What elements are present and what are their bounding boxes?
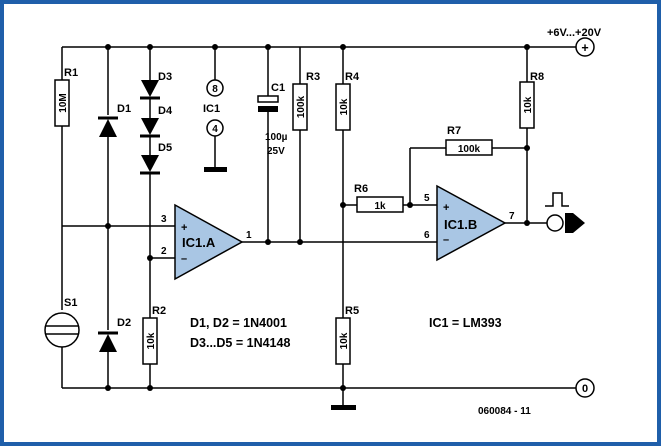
note-diodes-d1-d2: D1, D2 = 1N4001 bbox=[190, 316, 287, 330]
r2-ref: R2 bbox=[152, 305, 166, 317]
r4-ref: R4 bbox=[345, 71, 360, 83]
ic1b-pin5: 5 bbox=[424, 193, 430, 204]
c1-capacitor bbox=[257, 95, 279, 112]
ic1a-comparator bbox=[174, 203, 244, 281]
c1-ref: C1 bbox=[271, 82, 285, 94]
r7-value: 100k bbox=[458, 144, 481, 155]
r1-value: 10M bbox=[58, 93, 69, 112]
ic1b-plus-sign: + bbox=[443, 202, 449, 214]
r6-ref: R6 bbox=[354, 183, 368, 195]
r4-value: 10k bbox=[339, 98, 350, 115]
d2-diode bbox=[98, 331, 118, 352]
ic1a-minus-sign: – bbox=[181, 253, 187, 265]
r2-value: 10k bbox=[146, 332, 157, 349]
c1-voltage: 25V bbox=[267, 146, 285, 157]
r5-ref: R5 bbox=[345, 305, 359, 317]
ground-terminal: 0 bbox=[575, 378, 595, 398]
r8-ref: R8 bbox=[530, 71, 544, 83]
r7-ref: R7 bbox=[447, 125, 461, 137]
r5-value: 10k bbox=[339, 332, 350, 349]
ic1b-comparator bbox=[436, 184, 507, 262]
r1-ref: R1 bbox=[64, 67, 78, 79]
s1-switch bbox=[44, 312, 80, 348]
ic1a-pin3: 3 bbox=[161, 214, 167, 225]
r3-ref: R3 bbox=[306, 71, 320, 83]
note-ic1-type: IC1 = LM393 bbox=[429, 316, 502, 330]
ic1b-label: IC1.B bbox=[444, 217, 477, 232]
output-arrow-icon bbox=[565, 213, 585, 233]
r8-value: 10k bbox=[523, 96, 534, 113]
ic1-pin8-marker bbox=[206, 79, 224, 97]
ic1b-pin7: 7 bbox=[509, 211, 515, 222]
ic1a-pin1: 1 bbox=[246, 230, 252, 241]
note-diodes-d3-d5: D3...D5 = 1N4148 bbox=[190, 336, 290, 350]
supply-voltage-label: +6V...+20V bbox=[547, 27, 602, 39]
d1-ref: D1 bbox=[117, 103, 131, 115]
d5-diode bbox=[140, 155, 160, 175]
ic1-pin8-label: 8 bbox=[212, 84, 218, 95]
junction-dots bbox=[105, 44, 530, 391]
c1-value: 100µ bbox=[265, 132, 288, 143]
ic1a-plus-sign: + bbox=[181, 222, 187, 234]
pulse-icon bbox=[545, 192, 569, 207]
ic1a-label: IC1.A bbox=[182, 235, 216, 250]
ground-symbol bbox=[331, 405, 356, 410]
d3-ref: D3 bbox=[158, 71, 172, 83]
ic1-ref: IC1 bbox=[203, 103, 220, 115]
ground-zero-symbol: 0 bbox=[582, 383, 588, 395]
d2-ref: D2 bbox=[117, 317, 131, 329]
d5-ref: D5 bbox=[158, 142, 172, 154]
ic1-ground-symbol bbox=[204, 167, 227, 172]
ic1b-pin6: 6 bbox=[424, 230, 430, 241]
d4-diode bbox=[140, 118, 160, 138]
output-terminal bbox=[546, 214, 564, 232]
ic1a-pin2: 2 bbox=[161, 246, 167, 257]
ic1b-minus-sign: – bbox=[443, 234, 449, 246]
ic1-pin4-label: 4 bbox=[212, 124, 218, 135]
d4-ref: D4 bbox=[158, 105, 173, 117]
figure-code: 060084 - 11 bbox=[478, 406, 531, 417]
r3-value: 100k bbox=[296, 95, 307, 118]
supply-terminal: + bbox=[575, 37, 595, 57]
supply-plus-symbol: + bbox=[581, 41, 588, 55]
d3-diode bbox=[140, 80, 160, 100]
r6-value: 1k bbox=[374, 201, 386, 212]
d1-diode bbox=[98, 116, 118, 137]
s1-ref: S1 bbox=[64, 297, 77, 309]
